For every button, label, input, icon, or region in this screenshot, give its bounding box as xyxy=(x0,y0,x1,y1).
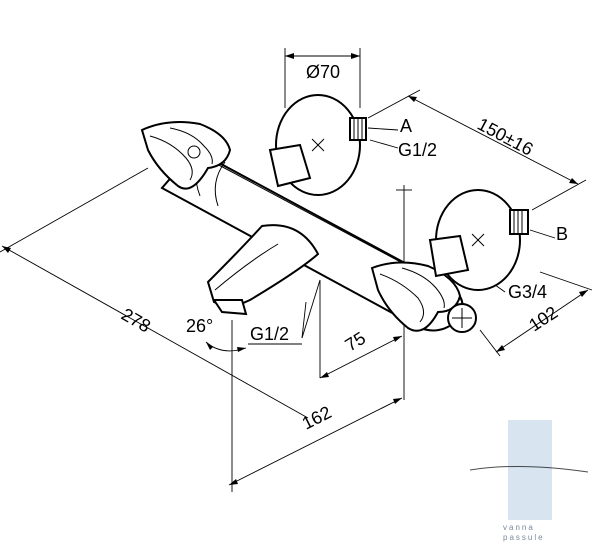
label-inlet-a: A xyxy=(400,116,412,136)
label-spout-offset: 75 xyxy=(342,328,370,356)
watermark-swoosh xyxy=(469,465,589,473)
watermark-text-1: vanna xyxy=(503,523,535,532)
watermark-text-2: passule xyxy=(503,533,545,542)
spout xyxy=(206,224,320,316)
watermark: vanna passule xyxy=(469,420,589,542)
wall-flange-a xyxy=(268,94,367,196)
label-inlet-b: B xyxy=(556,224,568,244)
wall-flange-b xyxy=(428,189,529,291)
label-outlet-thread: G1/2 xyxy=(250,324,289,344)
label-inlet-b-thread: G3/4 xyxy=(508,282,547,302)
label-inlet-a-thread: G1/2 xyxy=(398,140,437,160)
left-handle xyxy=(140,121,232,190)
label-spout-angle: 26° xyxy=(186,316,213,336)
right-handle xyxy=(370,261,477,333)
label-centre-distance: 150±16 xyxy=(474,114,536,160)
label-overall-length: 278 xyxy=(118,304,154,336)
label-depth: 102 xyxy=(525,302,561,335)
dimension-lines xyxy=(0,48,593,492)
watermark-bar xyxy=(508,420,552,520)
label-spout-reach: 162 xyxy=(299,402,335,433)
label-flange-diameter: Ø70 xyxy=(306,62,340,82)
